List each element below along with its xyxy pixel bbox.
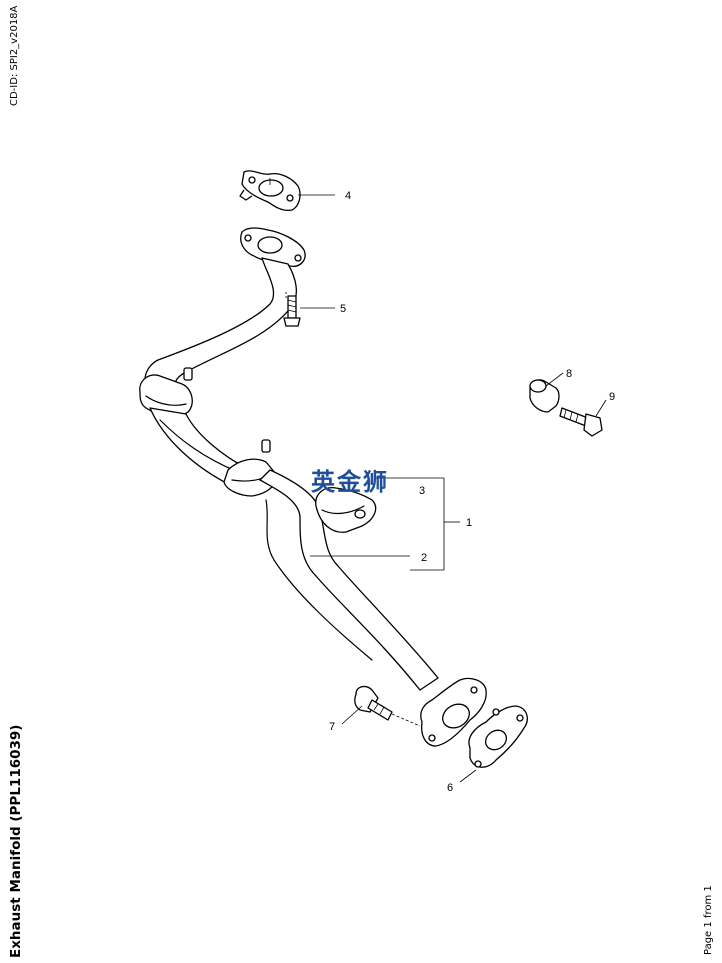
bolt-upper-part[interactable]: [283, 292, 301, 327]
bolt-lower-part[interactable]: [354, 685, 421, 727]
exhaust-pipe-part[interactable]: [139, 227, 487, 747]
callout-4: 4: [345, 190, 351, 202]
callout-8: 8: [566, 368, 572, 380]
gasket-top-part[interactable]: [239, 170, 301, 212]
bolt-9-part[interactable]: [559, 407, 603, 437]
leader-7: [341, 705, 363, 725]
leader-6: [459, 769, 477, 783]
watermark: 英金狮: [311, 468, 389, 496]
callout-7: 7: [329, 721, 335, 733]
callout-6: 6: [447, 782, 453, 794]
callout-5: 5: [340, 303, 346, 315]
callout-3: 3: [419, 485, 425, 497]
leader-8: [545, 372, 564, 387]
gasket-bottom-part[interactable]: [468, 705, 528, 768]
leader-9: [595, 399, 607, 417]
clamp-bracket-part[interactable]: [315, 487, 377, 533]
assembly-bracket: [310, 477, 460, 571]
spacer-nut-part[interactable]: [529, 379, 560, 413]
callout-9: 9: [609, 391, 615, 403]
callout-2: 2: [421, 552, 427, 564]
callout-1: 1: [466, 517, 472, 529]
